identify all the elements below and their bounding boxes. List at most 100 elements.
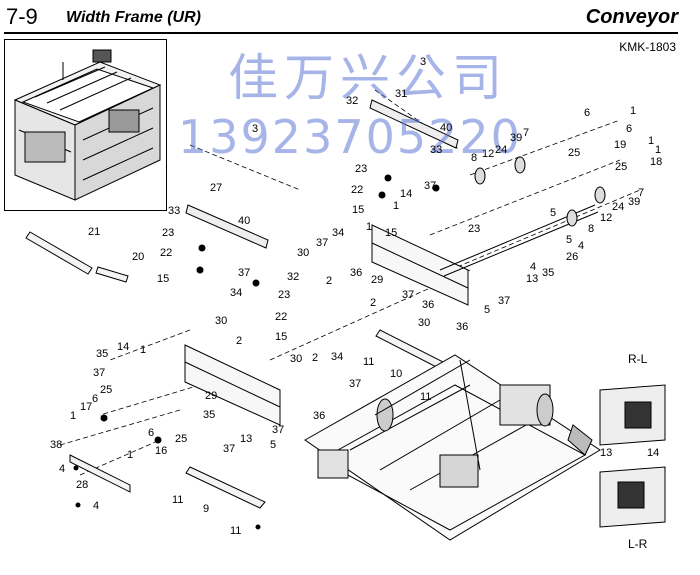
part-callout-c19: 25 — [568, 147, 581, 159]
part-callout-c59: 2 — [370, 297, 377, 309]
orientation-label-rl: R-L — [628, 352, 648, 366]
part-callout-c97: 1 — [127, 449, 134, 461]
part-callout-c21: 27 — [210, 182, 223, 194]
part-callout-c81: 29 — [205, 390, 218, 402]
part-callout-c89: 37 — [272, 424, 285, 436]
part-callout-c65: 36 — [422, 299, 435, 311]
part-callout-c60: 37 — [402, 289, 415, 301]
part-callout-c57: 23 — [278, 289, 291, 301]
part-callout-c85: 1 — [70, 410, 77, 422]
part-callout-c98: 4 — [59, 463, 66, 475]
part-callout-c68: 15 — [275, 331, 288, 343]
part-callout-c83: 6 — [92, 393, 99, 405]
part-callout-c58: 2 — [326, 275, 333, 287]
part-callout-c43: 5 — [566, 234, 573, 246]
part-callout-c29: 7 — [638, 187, 645, 199]
part-callout-c13: 6 — [626, 123, 633, 135]
part-callout-c14: 1 — [655, 144, 662, 156]
part-callout-c105: 14 — [647, 447, 660, 459]
header-rule — [4, 32, 678, 34]
part-callout-c44: 22 — [160, 247, 173, 259]
part-callout-c77: 30 — [290, 353, 303, 365]
part-callout-c71: 14 — [117, 341, 130, 353]
part-callout-c93: 6 — [148, 427, 155, 439]
part-callout-c9: 39 — [510, 132, 523, 144]
part-callout-c26: 1 — [393, 200, 400, 212]
part-callout-c70: 2 — [236, 335, 243, 347]
part-callout-c18: 1 — [648, 135, 655, 147]
part-callout-c91: 13 — [240, 433, 253, 445]
part-callout-c1: 3 — [420, 56, 427, 68]
part-callout-c94: 25 — [175, 433, 188, 445]
part-callout-c24: 14 — [400, 188, 413, 200]
part-callout-c17: 18 — [650, 156, 663, 168]
part-callout-c35: 33 — [168, 205, 181, 217]
part-callout-c46: 4 — [530, 261, 537, 273]
part-callout-c40: 1 — [366, 221, 373, 233]
part-callout-c99: 28 — [76, 479, 89, 491]
part-callout-c49: 32 — [287, 271, 300, 283]
part-callout-c64: 22 — [275, 311, 288, 323]
part-callout-c22: 23 — [355, 163, 368, 175]
part-callout-c41: 15 — [385, 227, 398, 239]
part-callout-c38: 23 — [162, 227, 175, 239]
part-callout-c74: 37 — [93, 367, 106, 379]
machine-overview-inset — [4, 39, 167, 211]
part-callout-c72: 1 — [140, 344, 147, 356]
part-callout-c73: 35 — [96, 348, 109, 360]
part-callout-c25: 37 — [424, 180, 437, 192]
part-callout-c86: 35 — [203, 409, 216, 421]
part-callout-c51: 36 — [350, 267, 363, 279]
part-callout-c36: 40 — [238, 215, 251, 227]
part-callout-c87: 11 — [420, 391, 432, 403]
part-callout-c79: 34 — [331, 351, 344, 363]
part-callout-c55: 15 — [157, 273, 170, 285]
machine-overview-drawing — [13, 49, 162, 201]
part-callout-c52: 29 — [371, 274, 384, 286]
part-callout-c47: 26 — [566, 251, 579, 263]
part-callout-c12: 1 — [630, 105, 637, 117]
part-callout-c62: 5 — [484, 304, 491, 316]
part-callout-c103: 11 — [230, 525, 242, 537]
part-callout-c101: 11 — [172, 494, 184, 506]
part-callout-c20: 3 — [252, 123, 259, 135]
part-callout-c69: 30 — [215, 315, 228, 327]
part-callout-c4: 40 — [440, 122, 453, 134]
part-callout-c27: 15 — [352, 204, 365, 216]
page-title: Width Frame (UR) — [66, 9, 201, 26]
part-callout-c66: 30 — [418, 317, 431, 329]
part-callout-c63: 37 — [498, 295, 511, 307]
part-callout-c15: 19 — [614, 139, 627, 151]
part-callout-c84: 17 — [80, 401, 93, 413]
part-callout-c7: 12 — [482, 148, 495, 160]
part-callout-c31: 39 — [628, 196, 641, 208]
part-callout-c3: 31 — [395, 88, 408, 100]
part-callout-c10: 7 — [523, 127, 530, 139]
part-callout-c78: 2 — [312, 352, 319, 364]
orientation-label-lr: L-R — [628, 537, 648, 551]
part-callout-c5: 33 — [430, 144, 443, 156]
part-callout-c32: 12 — [600, 212, 613, 224]
section-name: Conveyor — [585, 6, 678, 28]
part-callout-c88: 36 — [313, 410, 326, 422]
part-callout-c28: 23 — [468, 223, 481, 235]
part-callout-c54: 13 — [526, 273, 539, 285]
part-callout-c75: 11 — [363, 356, 375, 368]
part-callout-c96: 16 — [155, 445, 168, 457]
part-callout-c6: 8 — [471, 152, 478, 164]
part-callout-c39: 34 — [332, 227, 345, 239]
part-callout-c50: 30 — [297, 247, 310, 259]
part-callout-c30: 24 — [612, 201, 625, 213]
part-callout-c95: 38 — [50, 439, 63, 451]
part-callout-c48: 20 — [132, 251, 145, 263]
part-callout-c16: 25 — [615, 161, 628, 173]
part-callout-c104: 13 — [600, 447, 613, 459]
part-callout-c45: 37 — [316, 237, 329, 249]
part-callout-c8: 24 — [495, 144, 508, 156]
part-callout-c76: 10 — [390, 368, 403, 380]
part-callout-c11: 6 — [584, 107, 591, 119]
part-callout-c34: 8 — [588, 223, 595, 235]
part-callout-c61: 34 — [230, 287, 243, 299]
part-callout-c37: 21 — [88, 226, 101, 238]
